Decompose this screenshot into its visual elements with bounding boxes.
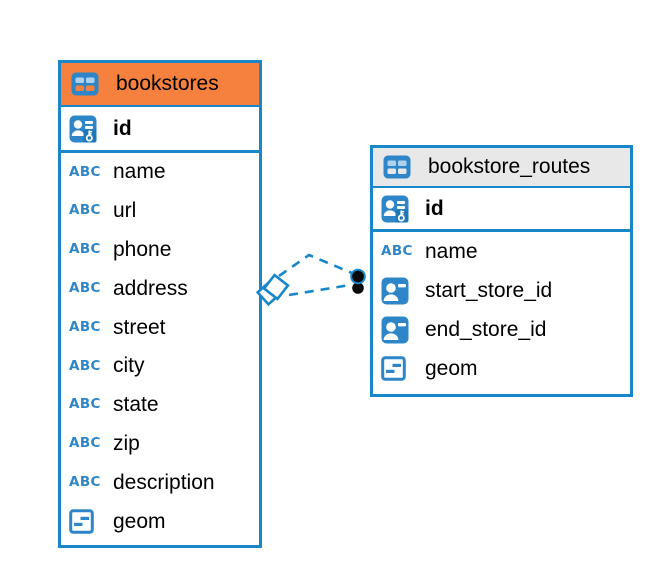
- text-icon: ABC: [69, 396, 101, 413]
- column-label: id: [425, 196, 444, 220]
- column-row-bookstores-description[interactable]: ABC description: [61, 463, 259, 503]
- column-row-bookstores-city[interactable]: ABC city: [61, 346, 259, 386]
- table-title: bookstore_routes: [428, 155, 591, 178]
- text-icon: ABC: [69, 280, 101, 297]
- column-label: phone: [113, 237, 172, 261]
- text-icon: ABC: [69, 241, 101, 258]
- text-icon: ABC: [69, 202, 101, 219]
- text-icon: ABC: [69, 474, 101, 491]
- column-label: zip: [113, 431, 140, 455]
- column-row-bookstores-address[interactable]: ABC address: [61, 269, 259, 309]
- geometry-icon: [381, 356, 417, 381]
- column-row-bookstore_routes-name[interactable]: ABC name: [373, 232, 630, 271]
- column-row-bookstores-phone[interactable]: ABC phone: [61, 230, 259, 270]
- column-label: geom: [425, 356, 478, 380]
- column-row-bookstores-name[interactable]: ABC name: [61, 153, 259, 192]
- column-label: street: [113, 315, 166, 339]
- column-row-bookstores-id[interactable]: id: [61, 107, 259, 153]
- relationship-line-start-store[interactable]: [288, 283, 351, 297]
- column-label: end_store_id: [425, 317, 547, 341]
- primary-key-icon: [381, 195, 417, 223]
- column-label: name: [425, 239, 478, 263]
- column-label: address: [113, 276, 188, 300]
- column-label: name: [113, 160, 166, 184]
- column-row-bookstores-state[interactable]: ABC state: [61, 385, 259, 425]
- text-icon: ABC: [381, 242, 413, 259]
- column-row-bookstores-zip[interactable]: ABC zip: [61, 424, 259, 464]
- column-label: id: [113, 116, 132, 140]
- column-row-bookstore_routes-end_store_id[interactable]: end_store_id: [373, 310, 630, 349]
- column-row-bookstore_routes-id[interactable]: id: [373, 188, 630, 232]
- foreign-key-icon: [381, 277, 417, 305]
- table-icon: [71, 72, 107, 96]
- foreign-key-icon: [381, 316, 417, 344]
- table-header[interactable]: bookstore_routes: [373, 148, 630, 188]
- text-icon: ABC: [69, 357, 101, 374]
- table-title: bookstores: [116, 72, 219, 95]
- relationship-target-dot[interactable]: [350, 268, 366, 285]
- geometry-icon: [69, 509, 105, 534]
- column-label: start_store_id: [425, 278, 553, 302]
- relationship-source-diamond[interactable]: [262, 273, 290, 301]
- relationship-target-dot[interactable]: [350, 280, 366, 296]
- primary-key-icon: [69, 115, 105, 143]
- text-icon: ABC: [69, 435, 101, 452]
- table-header[interactable]: bookstores: [61, 63, 259, 107]
- column-row-bookstore_routes-geom[interactable]: geom: [373, 349, 630, 388]
- text-icon: ABC: [69, 318, 101, 335]
- column-label: city: [113, 354, 145, 378]
- column-row-bookstores-street[interactable]: ABC street: [61, 308, 259, 347]
- column-row-bookstore_routes-start_store_id[interactable]: start_store_id: [373, 271, 630, 310]
- column-label: state: [113, 393, 159, 417]
- column-label: description: [113, 470, 215, 494]
- column-row-bookstores-geom[interactable]: geom: [61, 502, 259, 541]
- column-label: url: [113, 199, 137, 223]
- table-icon: [383, 155, 419, 179]
- column-row-bookstores-url[interactable]: ABC url: [61, 191, 259, 231]
- relationship-line-end-store[interactable]: [278, 253, 353, 278]
- column-label: geom: [113, 509, 166, 533]
- text-icon: ABC: [69, 163, 101, 180]
